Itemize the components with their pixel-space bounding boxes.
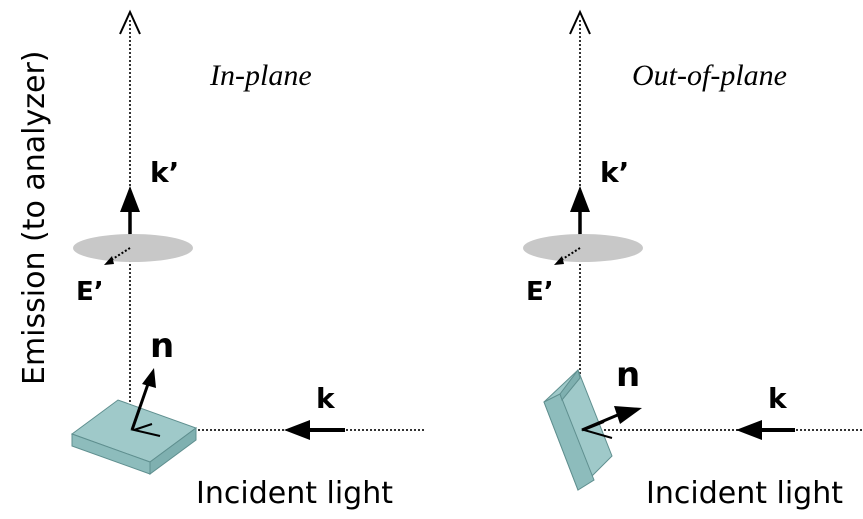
normal-label: n [150,326,174,366]
panel-title: In-plane [209,59,312,92]
k-label: k [316,382,336,415]
normal-arrow [142,368,156,388]
normal-arrow [614,406,642,424]
emission-arrowhead [569,9,591,35]
normal-label: n [616,355,640,395]
emission-arrowhead [119,9,141,35]
k-arrow [736,420,762,440]
sample-slab [543,368,613,491]
incident-caption: Incident light [646,476,843,511]
k-prime-arrow [120,186,140,212]
panel-title: Out-of-plane [632,59,787,92]
sample-slab [70,399,198,475]
emission-axis-label: Emission (to analyzer) [17,51,52,385]
panel-in-plane: In-plane k’ E’ n k Incident light [70,9,425,511]
aperture-ellipse [523,234,643,262]
k-prime-label: k’ [600,156,629,189]
k-prime-label: k’ [150,156,179,189]
k-prime-arrow [570,186,590,212]
e-prime-label: E’ [526,277,554,307]
e-prime-label: E’ [76,277,104,307]
panel-out-of-plane: Out-of-plane k’ E’ n k Incident light [523,9,862,511]
incident-caption: Incident light [196,476,393,511]
k-arrow [284,420,310,440]
aperture-ellipse [73,234,193,262]
e-prime-arrow [554,256,564,265]
k-label: k [768,382,788,415]
e-prime-arrow [104,256,114,265]
